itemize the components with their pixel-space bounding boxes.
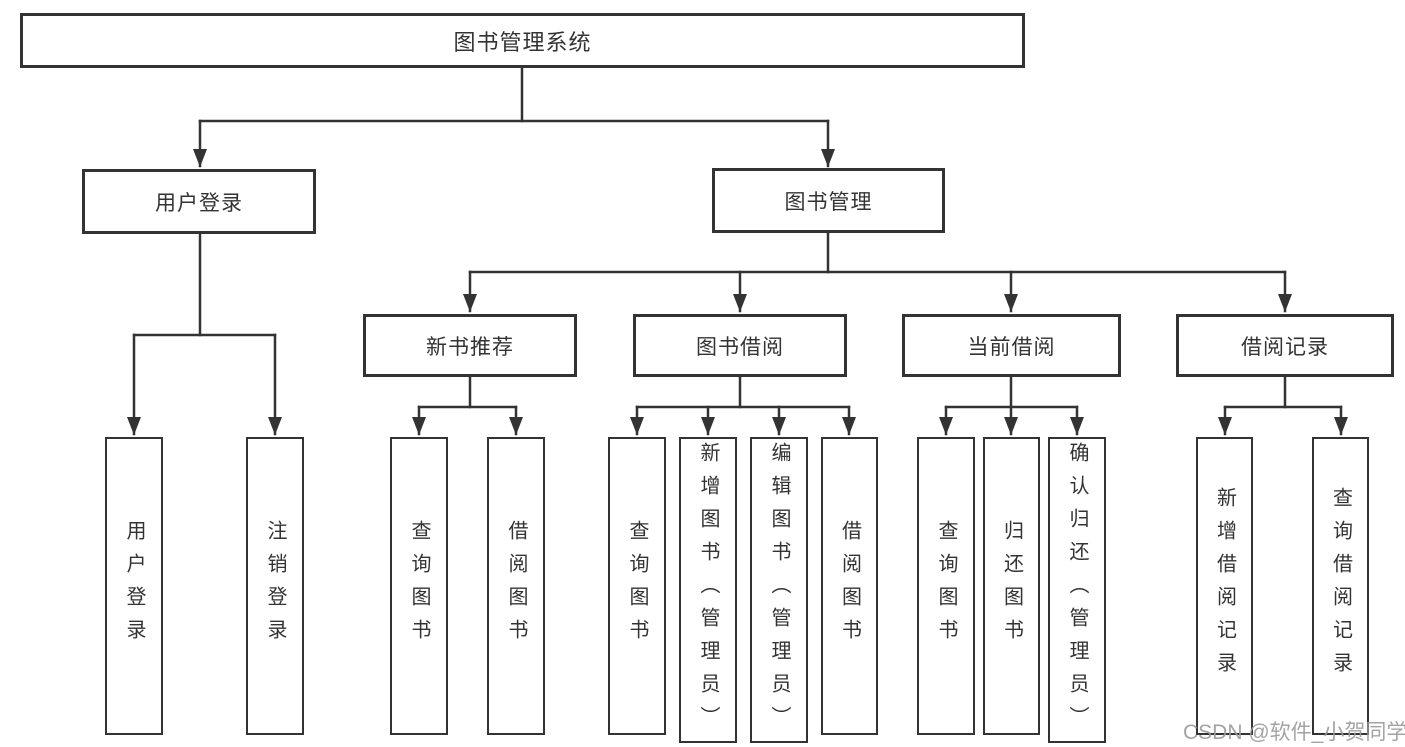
node-label: 当前借阅	[967, 335, 1056, 359]
leaf-label: 查询借阅记录	[1329, 487, 1352, 685]
node-label: 图书管理	[784, 190, 873, 214]
leaf-label: 编辑图书（管理员）	[768, 441, 790, 739]
leaf-label: 借阅图书	[505, 520, 527, 652]
leaf-logout-login: 注销登录	[246, 437, 304, 735]
node-label: 图书管理系统	[453, 29, 592, 55]
leaf-confirm-return-admin: 确认归还（管理员）	[1048, 437, 1106, 743]
leaf-return-book: 归还图书	[983, 437, 1040, 735]
leaf-label: 确认归还（管理员）	[1066, 441, 1088, 739]
node-new-book-recommend: 新书推荐	[363, 314, 577, 377]
node-book-management: 图书管理	[712, 168, 945, 233]
leaf-label: 新增借阅记录	[1213, 487, 1236, 685]
leaf-label: 归还图书	[1000, 520, 1023, 652]
leaf-add-borrow-record: 新增借阅记录	[1196, 437, 1253, 735]
node-book-borrow: 图书借阅	[633, 314, 847, 377]
node-label: 用户登录	[155, 191, 243, 215]
node-label: 借阅记录	[1241, 335, 1329, 359]
leaf-query-book-current: 查询图书	[917, 437, 975, 735]
leaf-add-book-admin: 新增图书（管理员）	[679, 437, 737, 743]
leaf-label: 查询图书	[935, 520, 957, 652]
node-label: 新书推荐	[426, 335, 514, 359]
leaf-user-login: 用户登录	[105, 437, 163, 735]
leaf-query-book-borrow: 查询图书	[608, 437, 666, 735]
node-label: 图书借阅	[696, 335, 784, 359]
node-user-login: 用户登录	[82, 169, 316, 234]
leaf-query-book-newbooks: 查询图书	[390, 437, 448, 735]
node-library-management-system: 图书管理系统	[20, 13, 1025, 68]
node-current-borrow: 当前借阅	[902, 314, 1121, 377]
node-borrow-records: 借阅记录	[1176, 314, 1394, 377]
leaf-label: 查询图书	[408, 520, 430, 652]
leaf-label: 借阅图书	[838, 520, 861, 652]
leaf-label: 查询图书	[626, 520, 648, 652]
leaf-label: 用户登录	[123, 520, 145, 652]
csdn-watermark: CSDN @软件_小贺同学	[1183, 721, 1405, 744]
leaf-label: 注销登录	[264, 520, 286, 652]
leaf-query-borrow-record: 查询借阅记录	[1312, 437, 1369, 735]
leaf-label: 新增图书（管理员）	[697, 441, 719, 739]
leaf-borrow-book-newbooks: 借阅图书	[487, 437, 545, 735]
leaf-borrow-book-borrow: 借阅图书	[821, 437, 878, 735]
leaf-edit-book-admin: 编辑图书（管理员）	[750, 437, 808, 743]
